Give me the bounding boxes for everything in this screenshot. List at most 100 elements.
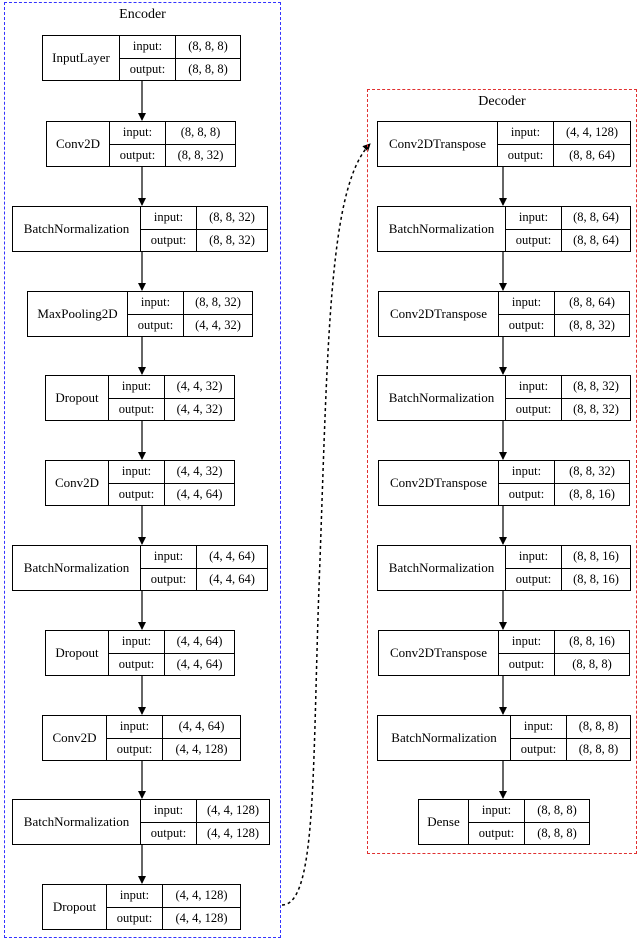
input-label: input: xyxy=(499,292,555,314)
input-label: input: xyxy=(120,36,176,58)
output-shape: (4, 4, 64) xyxy=(176,486,223,501)
input-label: input: xyxy=(107,885,163,907)
output-shape-row: output: (4, 4, 64) xyxy=(109,482,234,505)
layer-name: BatchNormalization xyxy=(13,546,141,590)
output-shape-row: output: (8, 8, 8) xyxy=(499,652,629,675)
input-label: input: xyxy=(498,122,554,144)
output-shape: (8, 8, 8) xyxy=(188,61,228,76)
output-label: output: xyxy=(141,822,197,844)
output-shape: (8, 8, 64) xyxy=(569,147,615,162)
input-shape: (8, 8, 16) xyxy=(573,549,619,564)
input-label: input: xyxy=(499,461,555,483)
output-shape-row: output:(8, 8, 8) xyxy=(120,57,240,80)
output-label: output: xyxy=(109,483,165,505)
layer-name: Conv2DTranspose xyxy=(379,631,499,675)
input-shape-row: input:(8, 8, 32) xyxy=(128,292,252,314)
encoder-title: Encoder xyxy=(119,7,166,22)
input-shape: (4, 4, 64) xyxy=(209,549,255,564)
layer-name: Dropout xyxy=(43,885,107,929)
input-label: input: xyxy=(141,546,197,568)
input-shape: (8, 8, 32) xyxy=(209,210,255,225)
layer-name: Conv2DTranspose xyxy=(379,292,499,336)
input-label: input: xyxy=(141,207,197,229)
output-shape-row: output:(4, 4, 64) xyxy=(141,567,267,590)
output-shape: (4, 4, 64) xyxy=(176,656,223,671)
output-shape: (4, 4, 32) xyxy=(195,317,241,332)
input-shape: (8, 8, 8) xyxy=(578,719,619,734)
input-shape: (4, 4, 64) xyxy=(176,634,223,649)
input-label: input: xyxy=(499,631,555,653)
input-shape: (8, 8, 8) xyxy=(537,803,577,818)
output-shape: (4, 4, 32) xyxy=(176,401,223,416)
output-shape: (4, 4, 128) xyxy=(206,825,260,840)
input-label: input: xyxy=(506,376,562,398)
layer-name: Conv2D xyxy=(47,122,110,166)
output-shape: (8, 8, 8) xyxy=(572,656,612,671)
output-label: output: xyxy=(110,144,166,166)
output-shape: (8, 8, 8) xyxy=(578,741,619,756)
input-shape-row: input: (8, 8, 8) xyxy=(120,36,240,58)
layer-name: Conv2D xyxy=(46,461,109,505)
output-label: output: xyxy=(506,229,562,251)
output-shape-row: output:(8, 8, 32) xyxy=(110,143,235,166)
encoder-cluster: Encoder xyxy=(4,2,281,938)
input-label: input: xyxy=(506,207,562,229)
input-shape: (8, 8, 64) xyxy=(573,210,619,225)
layer-name: Conv2DTranspose xyxy=(378,122,498,166)
input-label: input: xyxy=(109,461,165,483)
encoder-to-decoder-link-arrow xyxy=(281,143,371,906)
layer-name: InputLayer xyxy=(43,36,120,80)
output-label: output: xyxy=(141,229,197,251)
input-label: input: xyxy=(110,122,166,144)
input-shape-row: input:(8, 8, 8) xyxy=(511,716,630,738)
input-shape-row: input:(8, 8, 32) xyxy=(499,461,629,483)
input-shape: (4, 4, 128) xyxy=(565,125,619,140)
output-shape: (8, 8, 32) xyxy=(569,317,615,332)
output-shape-row: output: (4, 4, 32) xyxy=(128,313,252,336)
output-label: output: xyxy=(107,907,163,929)
output-shape-row: output:(4, 4, 64) xyxy=(109,652,234,675)
decoder-cluster: Decoder xyxy=(367,89,637,854)
input-shape-row: input: (8, 8, 64) xyxy=(506,207,630,229)
layer-name: BatchNormalization xyxy=(378,376,506,420)
output-shape: (8, 8, 32) xyxy=(209,232,255,247)
input-label: input: xyxy=(141,800,197,822)
input-shape-row: input:(4, 4, 128) xyxy=(107,885,240,907)
output-label: output: xyxy=(128,314,184,336)
input-shape: (8, 8, 8) xyxy=(180,125,221,140)
layer-name: BatchNormalization xyxy=(13,207,141,251)
input-shape: (8, 8, 8) xyxy=(188,39,228,54)
output-shape: (4, 4, 128) xyxy=(175,741,228,756)
output-label: output: xyxy=(506,398,562,420)
output-label: output: xyxy=(109,398,165,420)
output-shape-row: output:(8, 8, 64) xyxy=(498,143,630,166)
input-shape-row: input:(8, 8, 32) xyxy=(506,376,630,398)
input-shape-row: input: (8, 8, 32) xyxy=(141,207,267,229)
output-label: output: xyxy=(511,738,567,760)
input-label: input: xyxy=(469,800,525,822)
output-shape: (4, 4, 64) xyxy=(209,571,255,586)
input-label: input: xyxy=(128,292,184,314)
output-shape-row: output:(8, 8, 64) xyxy=(506,228,630,251)
layer-name: BatchNormalization xyxy=(378,546,506,590)
output-shape-row: output: (4, 4, 32) xyxy=(109,397,234,420)
output-shape-row: output:(8, 8, 8) xyxy=(469,821,589,844)
input-shape-row: input:(4, 4, 64) xyxy=(109,631,234,653)
layer-name: Conv2D xyxy=(43,716,107,760)
output-shape: (8, 8, 8) xyxy=(537,825,577,840)
output-label: output: xyxy=(499,653,555,675)
output-label: output: xyxy=(107,738,163,760)
input-label: input: xyxy=(107,716,163,738)
